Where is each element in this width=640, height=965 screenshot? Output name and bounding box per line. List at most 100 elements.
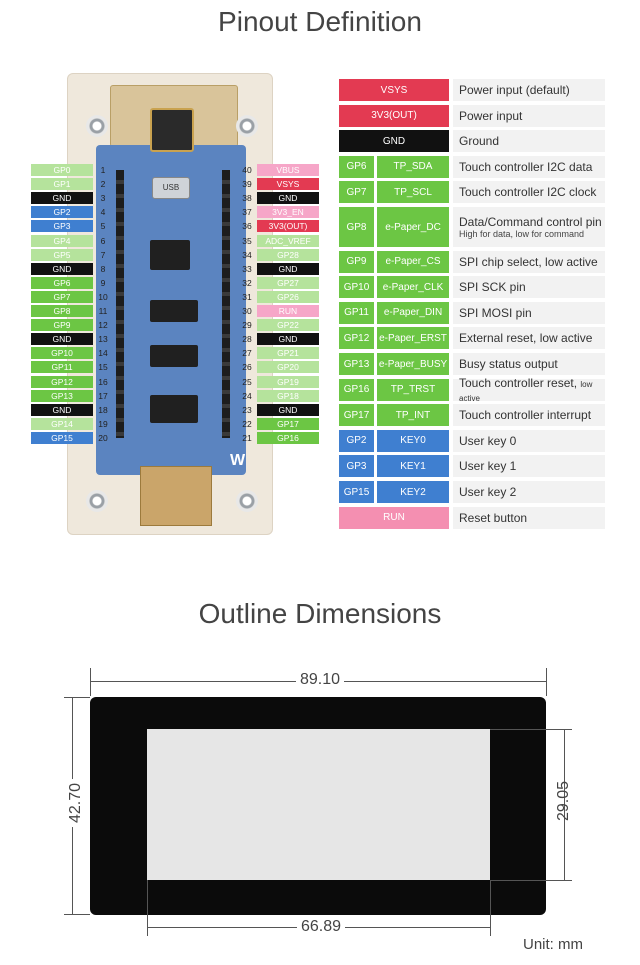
pin-label-left: GP12	[31, 375, 93, 388]
pin-number: 36	[242, 221, 252, 232]
legend-desc-text: SPI MOSI pin	[459, 305, 532, 320]
mount-hole	[236, 115, 258, 137]
legend-gpio: GP16	[339, 378, 374, 401]
pin-number: 10	[98, 291, 108, 302]
legend-gpio: RUN	[339, 506, 449, 529]
dimensions-title: Outline Dimensions	[198, 598, 442, 629]
pin-number: 4	[100, 207, 106, 218]
pin-number: 31	[242, 291, 252, 302]
pin-number: 15	[98, 362, 108, 373]
legend-description: SPI MOSI pin	[453, 301, 605, 324]
pin-label-right: GND	[257, 192, 319, 205]
pin-label-left: GP14	[31, 417, 93, 430]
legend-function: e-Paper_CLK	[377, 276, 449, 299]
legend-description: User key 2	[453, 481, 605, 503]
legend-gpio: GP2	[339, 429, 374, 452]
pin-number: 32	[242, 277, 252, 288]
pin-number: 28	[242, 334, 252, 345]
legend-function: e-Paper_BUSY	[377, 353, 449, 375]
legend-desc-text: User key 2	[459, 485, 517, 499]
legend-description: User key 0	[453, 429, 605, 452]
ext-line	[490, 729, 572, 730]
legend-description: Touch controller I2C clock	[453, 181, 605, 204]
legend-gpio: GP7	[339, 181, 374, 204]
ext-line	[64, 697, 90, 698]
pin-label-left: GND	[31, 192, 93, 205]
pin-label-left: GP4	[31, 234, 93, 247]
pin-label-right: GP28	[257, 248, 319, 261]
legend-desc-text: Reset button	[459, 510, 528, 525]
legend-desc-text: Ground	[459, 134, 500, 149]
pin-label-right: GP17	[257, 417, 319, 430]
mount-hole	[236, 490, 258, 512]
pin-label-left: GP2	[31, 206, 93, 219]
pin-label-right: 3V3_EN	[257, 206, 319, 219]
legend-function: KEY2	[377, 481, 449, 503]
legend-description: Power input	[453, 104, 605, 127]
pin-number: 11	[98, 306, 108, 316]
pin-number: 37	[242, 207, 252, 218]
legend-description: SPI SCK pin	[453, 276, 605, 299]
ext-line	[490, 880, 491, 936]
pin-label-right: GP20	[257, 361, 319, 374]
pin-label-left: GP11	[31, 361, 93, 374]
pin-label-left: GP6	[31, 276, 93, 289]
legend-gpio: GP13	[339, 353, 374, 375]
pin-label-right: GP26	[257, 290, 319, 303]
legend-function: KEY1	[377, 455, 449, 478]
pin-header-left	[116, 170, 124, 438]
legend-description: Power input (default)	[453, 79, 605, 101]
pin-number: 22	[242, 418, 252, 429]
dim-line-active-height	[564, 729, 565, 880]
legend-description: Ground	[453, 130, 605, 153]
legend-gpio: VSYS	[339, 79, 449, 101]
pin-label-right: VBUS	[257, 164, 319, 176]
legend-gpio: GP11	[339, 301, 374, 324]
pin-label-right: GP27	[257, 276, 319, 289]
ext-line	[546, 668, 547, 696]
pin-number: 24	[242, 390, 252, 401]
ic-chip	[150, 345, 198, 367]
pin-label-left: GND	[31, 333, 93, 346]
pin-label-left: GP10	[31, 347, 93, 360]
pin-label-right: GP16	[257, 431, 319, 444]
pin-number: 8	[100, 263, 106, 274]
outer-height-label: 42.70	[67, 778, 86, 828]
ic-chip	[150, 395, 198, 423]
legend-description: Touch controller interrupt	[453, 404, 605, 427]
pin-label-left: GP3	[31, 220, 93, 233]
legend-desc-text: Touch controller interrupt	[459, 408, 592, 423]
pin-number: 13	[98, 334, 108, 345]
legend-desc-text: Touch controller I2C data	[459, 159, 593, 174]
pin-number: 7	[100, 249, 106, 260]
pin-label-right: GP22	[257, 319, 319, 332]
pin-header-right	[222, 170, 230, 438]
pin-number: 6	[100, 235, 106, 246]
pin-number: 23	[242, 404, 252, 415]
legend-function: e-Paper_ERST	[377, 327, 449, 350]
pin-label-left: GP7	[31, 290, 93, 303]
active-area	[147, 729, 490, 880]
pin-label-right: GND	[257, 333, 319, 346]
pin-number: 35	[242, 235, 252, 246]
pin-label-right: VSYS	[257, 178, 319, 191]
ext-line	[90, 668, 91, 696]
legend-gpio: GP17	[339, 404, 374, 427]
pin-number: 12	[98, 320, 108, 331]
pin-number: 25	[242, 376, 252, 387]
pin-label-right: GP19	[257, 375, 319, 388]
pinout-title: Pinout Definition	[218, 6, 422, 37]
usb-label: USB	[162, 183, 180, 192]
pin-label-right: 3V3(OUT)	[257, 220, 319, 233]
legend-desc-text: Data/Command control pin	[459, 215, 602, 229]
active-width-label: 66.89	[297, 918, 346, 936]
legend-function: e-Paper_DIN	[377, 301, 449, 324]
pin-number: 27	[242, 348, 252, 359]
